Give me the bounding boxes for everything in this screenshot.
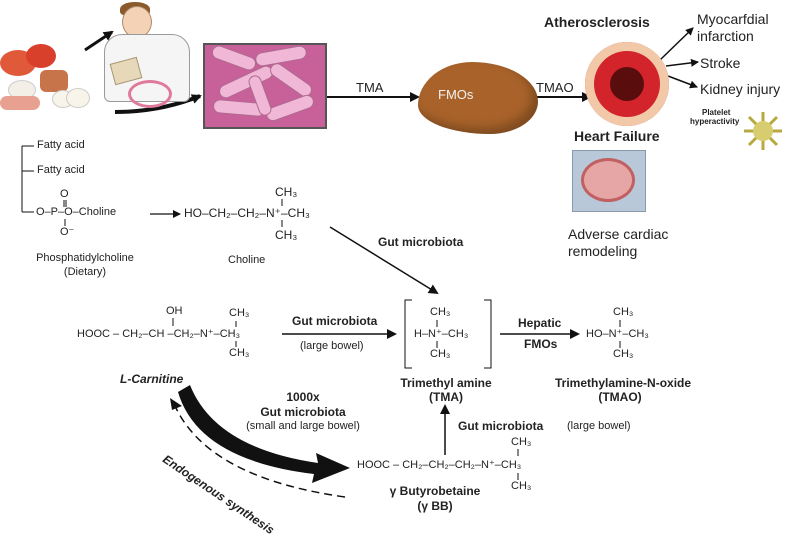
artery-to-mi-arrow (659, 27, 694, 61)
choline-ch3-top: CH₃ (275, 185, 298, 199)
tmao-ch3-top: CH₃ (613, 306, 634, 318)
person-to-gut-arrow (114, 94, 202, 114)
pc-name: Phosphatidylcholine (36, 252, 134, 264)
choline-ch3-bottom: CH₃ (275, 228, 298, 242)
gbb-ch3-bottom: CH₃ (511, 480, 532, 492)
artery-to-kidney-arrow (667, 75, 698, 89)
adverse-label-1: Adverse cardiac (568, 226, 669, 242)
carnitine-tma-sub: (large bowel) (300, 340, 364, 352)
big-arrow-factor: 1000x (286, 390, 320, 404)
gbb-ch3-top: CH₃ (511, 436, 532, 448)
fmos-label: FMOs (438, 87, 474, 102)
tmao-abbr: (TMAO) (598, 390, 642, 404)
fmos-label-lower: FMOs (524, 337, 558, 351)
tmao-label-top: TMAO (536, 80, 574, 95)
carnitine-name: L-Carnitine (120, 372, 184, 386)
choline-to-tma-arrow (329, 226, 439, 295)
outcome-mi-1: Myocarfdial (697, 11, 769, 27)
gbb-tma-label: Gut microbiota (458, 419, 544, 433)
gbb-abbr: (γ BB) (417, 499, 453, 513)
carnitine-formula: HOOC – CH₂–CH –CH₂–N⁺–CH₃ (77, 328, 241, 340)
choline-name: Choline (228, 254, 266, 266)
carnitine-tma-label: Gut microbiota (292, 314, 378, 328)
tma-ch3-top: CH₃ (430, 306, 451, 318)
tma-name: Trimethyl amine (400, 376, 492, 390)
tmao-formula: HO–N⁺–CH₃ (586, 328, 649, 340)
outcome-stroke: Stroke (700, 55, 741, 71)
big-arrow-sub: (small and large bowel) (246, 420, 360, 432)
artery-lumen (610, 67, 644, 101)
pc-chain: O–P–O–Choline (36, 206, 117, 218)
carnitine-ch3-top: CH₃ (229, 307, 250, 319)
pc-o-bottom: O⁻ (60, 226, 75, 238)
platelet-label-2: hyperactivity (690, 117, 740, 126)
tma-formula: H–N⁺–CH₃ (414, 328, 469, 340)
tmao-name: Trimethylamine-N-oxide (555, 376, 692, 390)
tma-abbr: (TMA) (429, 390, 463, 404)
gut-microbiota-label-top: Gut microbiota (378, 235, 464, 249)
adverse-label-2: remodeling (568, 243, 638, 259)
pc-o-top: O (60, 188, 69, 200)
outcome-kidney-injury: Kidney injury (700, 81, 781, 97)
carnitine-to-gbb-big-arrow (178, 385, 350, 483)
tmao-ch3-bottom: CH₃ (613, 348, 634, 360)
outcome-mi-2: infarction (697, 28, 754, 44)
tma-label-top: TMA (356, 80, 384, 95)
big-arrow-label: Gut microbiota (260, 405, 346, 419)
gbb-formula: HOOC – CH₂–CH₂–CH₂–N⁺–CH₃ (357, 459, 522, 471)
fatty-acid-1: Fatty acid (37, 139, 85, 151)
atherosclerosis-label: Atherosclerosis (544, 14, 650, 30)
platelet-image (744, 112, 782, 150)
heart-image (581, 158, 635, 202)
gbb-name: γ Butyrobetaine (389, 484, 481, 498)
gbb-tma-sub: (large bowel) (567, 420, 631, 432)
gut-microbiota-image (203, 43, 327, 129)
fatty-acid-2: Fatty acid (37, 164, 85, 176)
carnitine-ch3-bottom: CH₃ (229, 347, 250, 359)
tma-ch3-bottom: CH₃ (430, 348, 451, 360)
platelet-label-1: Platelet (702, 108, 731, 117)
food-to-person-arrow (84, 30, 114, 52)
carnitine-oh: OH (166, 305, 183, 317)
heart-failure-label: Heart Failure (574, 128, 660, 144)
hepatic-label: Hepatic (518, 316, 562, 330)
endogenous-synthesis-arrow (175, 407, 346, 498)
artery-to-stroke-arrow (665, 58, 699, 67)
pc-dietary: (Dietary) (63, 266, 107, 278)
fatty-acid-bracket (21, 145, 34, 213)
liver-image (418, 62, 538, 134)
choline-formula: HO–CH₂–CH₂–N⁺–CH₃ (184, 206, 310, 220)
tma-bracket (404, 299, 492, 369)
arrows-layer (21, 27, 699, 498)
